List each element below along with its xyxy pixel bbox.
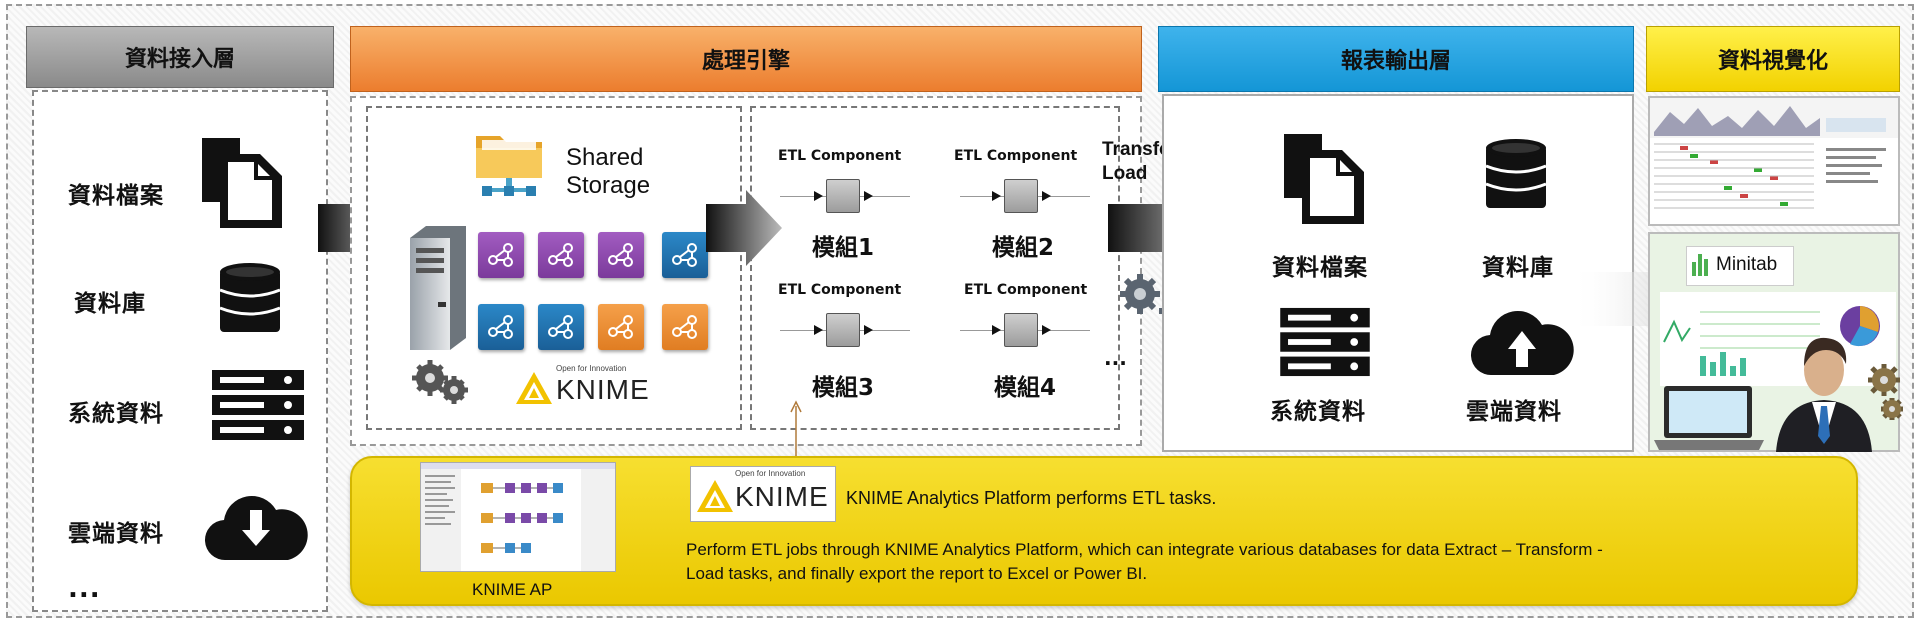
header-data-visualization: 資料視覺化 [1646,26,1900,92]
etl-input-port [992,325,1001,335]
report-panel [1162,94,1634,452]
connector-arrow-up [790,400,802,464]
server-tower-icon [410,226,466,350]
gears-icon [1868,364,1903,420]
knime-node [598,232,644,278]
knime-logo-card: Open for Innovation KNIME [690,466,836,522]
cloud-upload-icon [1470,310,1574,376]
knime-ap-screenshot [420,462,616,572]
knime-ap-caption: KNIME AP [472,580,553,599]
minitab-logo-icon [1692,254,1708,276]
shared-storage-label: Shared Storage [566,144,651,199]
etl-node-3[interactable] [826,313,860,347]
knime-node [478,304,524,350]
knime-node [478,232,524,278]
knime-logo-tagline: Open for Innovation [735,469,806,478]
bottom-description-line-2: Load tasks, and finally export the repor… [686,564,1148,583]
dashboard-chart [1650,98,1898,209]
gears-icon [412,360,468,404]
etl-output-port [864,191,873,201]
bottom-description-line-1: Perform ETL jobs through KNIME Analytics… [686,540,1603,559]
minitab-label: Minitab [1716,254,1778,275]
knime-wordmark: KNIME [556,374,650,405]
etl-node-1[interactable] [826,179,860,213]
etl-component-label-1: ETL Component [778,148,902,164]
minitab-charts [1660,292,1896,386]
etl-output-port [1042,191,1051,201]
knime-node [662,304,708,350]
laptop-icon [1654,386,1764,450]
report-item-files: 資料檔案 [1272,255,1368,281]
report-item-system-data: 系統資料 [1270,399,1366,425]
knime-triangle-icon [697,480,733,512]
etl-input-port [992,191,1001,201]
etl-output-port [864,325,873,335]
database-icon [219,263,281,332]
etl-node-2[interactable] [1004,179,1038,213]
knime-tagline: Open for Innovation [556,364,627,373]
shared-folder-icon [476,136,542,196]
knime-logo-wordmark: KNIME [735,481,829,512]
knime-node [538,232,584,278]
ingest-item-more: ... [68,574,101,604]
etl-input-port [814,325,823,335]
module-2-label: 模組2 [992,235,1055,261]
server-rack-icon [1280,307,1370,377]
knime-ap-workflow-preview [421,463,615,571]
report-item-database: 資料庫 [1482,255,1554,281]
etl-components-box [750,106,1120,430]
knime-node [598,304,644,350]
database-icon [1485,139,1547,208]
etl-output-port [1042,325,1051,335]
header-report-output: 報表輸出層 [1158,26,1634,92]
etl-node-4[interactable] [1004,313,1038,347]
dashboard-thumbnail [1648,96,1900,226]
etl-more-ellipsis: ... [1104,346,1127,370]
knime-node [662,232,708,278]
ingest-item-cloud-data: 雲端資料 [68,521,164,547]
server-rack-icon [212,370,304,440]
module-4-label: 模組4 [994,375,1057,401]
etl-component-label-4: ETL Component [964,282,1088,298]
header-data-ingest: 資料接入層 [26,26,334,88]
flow-arrow-server-to-etl [706,190,782,266]
businessman-avatar [1776,337,1872,452]
cloud-download-icon [204,495,308,561]
etl-component-label-3: ETL Component [778,282,902,298]
file-icon [202,138,282,228]
file-icon [1284,134,1364,224]
module-1-label: 模組1 [812,235,875,261]
knime-logo: Open for Innovation KNIME [514,364,664,408]
etl-input-port [814,191,823,201]
ingest-item-files: 資料檔案 [68,183,164,209]
etl-component-label-2: ETL Component [954,148,1078,164]
knime-node [538,304,584,350]
knime-triangle-icon [516,372,552,404]
bottom-headline: KNIME Analytics Platform performs ETL ta… [846,488,1217,508]
module-3-label: 模組3 [812,375,875,401]
report-item-cloud-data: 雲端資料 [1466,399,1562,425]
ingest-item-database: 資料庫 [74,291,146,317]
header-processing-engine: 處理引擎 [350,26,1142,92]
ingest-item-system-data: 系統資料 [68,401,164,427]
